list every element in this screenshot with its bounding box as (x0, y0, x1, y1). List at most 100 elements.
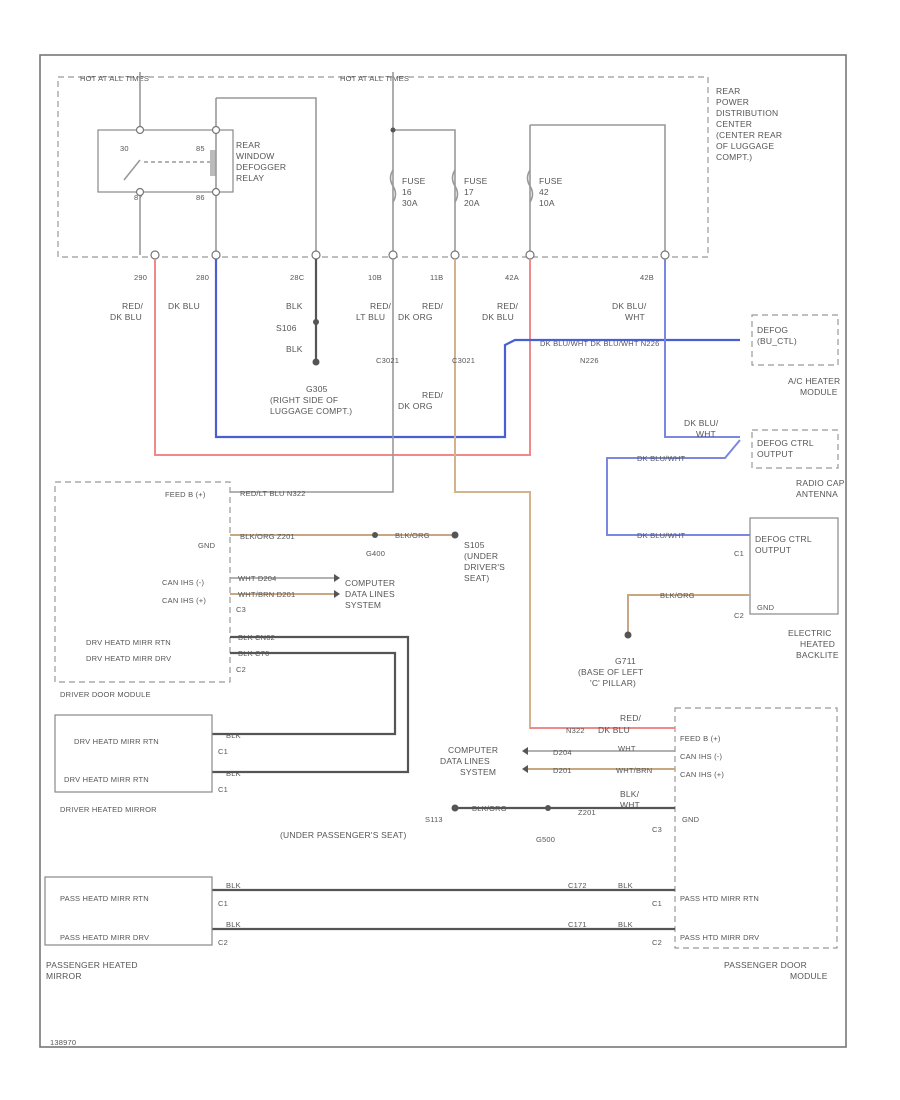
wire-red-dkblu-loop (154, 259, 531, 456)
label-cdls-pass: COMPUTER DATA LINES SYSTEM (440, 745, 498, 777)
wire-label-blk-org-z201: BLK/ORG Z201 (240, 532, 295, 541)
svg-text:OUTPUT: OUTPUT (755, 545, 791, 555)
svg-text:ELECTRIC: ELECTRIC (788, 628, 832, 638)
label-g305: G305 (RIGHT SIDE OF LUGGAGE COMPT.) (270, 384, 352, 416)
svg-text:(BU_CTL): (BU_CTL) (757, 336, 797, 346)
wire-label-red-dkorg2: RED/ DK ORG (398, 390, 443, 411)
svg-text:OF LUGGAGE: OF LUGGAGE (716, 141, 774, 151)
label-gnd-pdm: GND (682, 815, 700, 824)
svg-text:WHT: WHT (620, 800, 640, 810)
fuse-17: FUSE 17 20A (451, 169, 487, 208)
svg-text:BACKLITE: BACKLITE (796, 650, 839, 660)
splice-s113 (451, 804, 459, 812)
svg-text:REAR: REAR (716, 86, 740, 96)
label-s113: S113 (425, 815, 443, 824)
wire-blk-drv-rtn (212, 635, 410, 774)
svg-text:LT BLU: LT BLU (356, 312, 385, 322)
wire-label-wht-brn: WHT/BRN D201 (238, 590, 295, 599)
svg-text:G711: G711 (615, 656, 636, 666)
label-c3-ddm: C3 (236, 605, 246, 614)
label-c2-phm: C2 (218, 938, 228, 947)
wire-dkblu-wht-42b (664, 259, 740, 438)
pin-10b: 10B (368, 273, 382, 282)
label-under-pass-seat: (UNDER PASSENGER'S SEAT) (280, 830, 407, 840)
label-c2-ddm: C2 (236, 665, 246, 674)
wire-label-blk-d: BLK (226, 920, 241, 929)
svg-text:RED/: RED/ (122, 301, 144, 311)
svg-text:RED/: RED/ (620, 713, 642, 723)
wire-label-red-dkblu: RED/ DK BLU (110, 301, 144, 322)
svg-text:WINDOW: WINDOW (236, 151, 275, 161)
svg-text:WHT: WHT (625, 312, 645, 322)
label-can-h: CAN IHS (+) (162, 596, 206, 605)
svg-text:A/C HEATER: A/C HEATER (788, 376, 840, 386)
wire-label-blk-org: BLK/ORG (660, 591, 695, 600)
label-pass-rtn: PASS HTD MIRR RTN (680, 894, 759, 903)
svg-text:(CENTER REAR: (CENTER REAR (716, 130, 782, 140)
rpdc-box (57, 76, 709, 258)
svg-text:CENTER: CENTER (716, 119, 752, 129)
label-passenger-heated-mirror: PASSENGER HEATED MIRROR (46, 960, 137, 981)
label-gnd-ddm: GND (198, 541, 216, 550)
wire-blk-org-backlite (627, 594, 750, 635)
label-c3021-b: C3021 (452, 356, 475, 365)
label-z201: Z201 (578, 808, 596, 817)
svg-text:COMPUTER: COMPUTER (448, 745, 498, 755)
wire-fuse-feed (392, 72, 456, 255)
wire-fuse42-feed (529, 124, 666, 255)
svg-text:S105: S105 (464, 540, 485, 550)
label-feed-b-pass: FEED B (+) (680, 734, 721, 743)
wire-label-red-ltblu-n322: RED/LT BLU N322 (240, 489, 306, 498)
svg-text:'C' PILLAR): 'C' PILLAR) (590, 678, 636, 688)
svg-text:DK BLU: DK BLU (598, 725, 630, 735)
hot-at-all-times-2: HOT AT ALL TIMES (340, 74, 409, 83)
svg-text:DEFOG CTRL: DEFOG CTRL (757, 438, 814, 448)
svg-text:20A: 20A (464, 198, 480, 208)
svg-text:COMPUTER: COMPUTER (345, 578, 395, 588)
label-pass-drv: PASS HTD MIRR DRV (680, 933, 759, 942)
label-dhm-drv: DRV HEATD MIRR RTN (64, 775, 149, 784)
ground-g305 (312, 358, 320, 366)
relay-switch (123, 159, 141, 181)
label-g711: G711 (BASE OF LEFT 'C' PILLAR) (578, 656, 643, 688)
svg-text:RADIO CAP: RADIO CAP (796, 478, 845, 488)
driver-door-module-box (54, 481, 231, 683)
label-c1-dhm-a: C1 (218, 747, 228, 756)
label-d201: D201 (553, 766, 572, 775)
pin-42a: 42A (505, 273, 519, 282)
fuse-42: FUSE 42 10A (526, 169, 562, 208)
wire-label-blk-a: BLK (226, 731, 241, 740)
label-n226: N226 (580, 356, 599, 365)
svg-text:(UNDER: (UNDER (464, 551, 498, 561)
label-ehb: ELECTRIC HEATED BACKLITE (788, 628, 839, 660)
svg-text:MODULE: MODULE (800, 387, 838, 397)
wire-label-blk-cn62: BLK CN62 (238, 633, 275, 642)
ground-g711 (624, 631, 632, 639)
wire-dk-blu-main (214, 259, 740, 439)
wire-label-blk-f: BLK (618, 920, 633, 929)
svg-text:OUTPUT: OUTPUT (757, 449, 793, 459)
splice-s106 (313, 319, 319, 325)
pin-280: 280 (196, 273, 209, 282)
svg-text:MODULE: MODULE (790, 971, 828, 981)
svg-text:DK ORG: DK ORG (398, 312, 433, 322)
label-gnd-backlite: GND (757, 603, 775, 612)
svg-text:HEATED: HEATED (800, 639, 835, 649)
label-d204: D204 (553, 748, 572, 757)
wire-label-red-dkorg: RED/ DK ORG (398, 301, 443, 322)
svg-text:DK BLU: DK BLU (110, 312, 142, 322)
wire-label-wht-brn-pass: WHT/BRN (616, 766, 652, 775)
svg-text:DATA LINES: DATA LINES (345, 589, 395, 599)
wire-dkblu-wht-antenna (606, 439, 750, 536)
svg-text:SYSTEM: SYSTEM (460, 767, 496, 777)
wire-label-red-ltblu: RED/ LT BLU (356, 301, 392, 322)
svg-text:PASSENGER DOOR: PASSENGER DOOR (724, 960, 807, 970)
svg-text:(RIGHT SIDE OF: (RIGHT SIDE OF (270, 395, 338, 405)
label-c3021-a: C3021 (376, 356, 399, 365)
label-passenger-door-module: PASSENGER DOOR MODULE (724, 960, 828, 981)
svg-text:G305: G305 (306, 384, 328, 394)
label-defog-ctrl-1: DEFOG CTRL OUTPUT (757, 438, 814, 459)
svg-text:RED/: RED/ (370, 301, 392, 311)
label-cdls: COMPUTER DATA LINES SYSTEM (345, 578, 395, 610)
svg-text:DISTRIBUTION: DISTRIBUTION (716, 108, 778, 118)
